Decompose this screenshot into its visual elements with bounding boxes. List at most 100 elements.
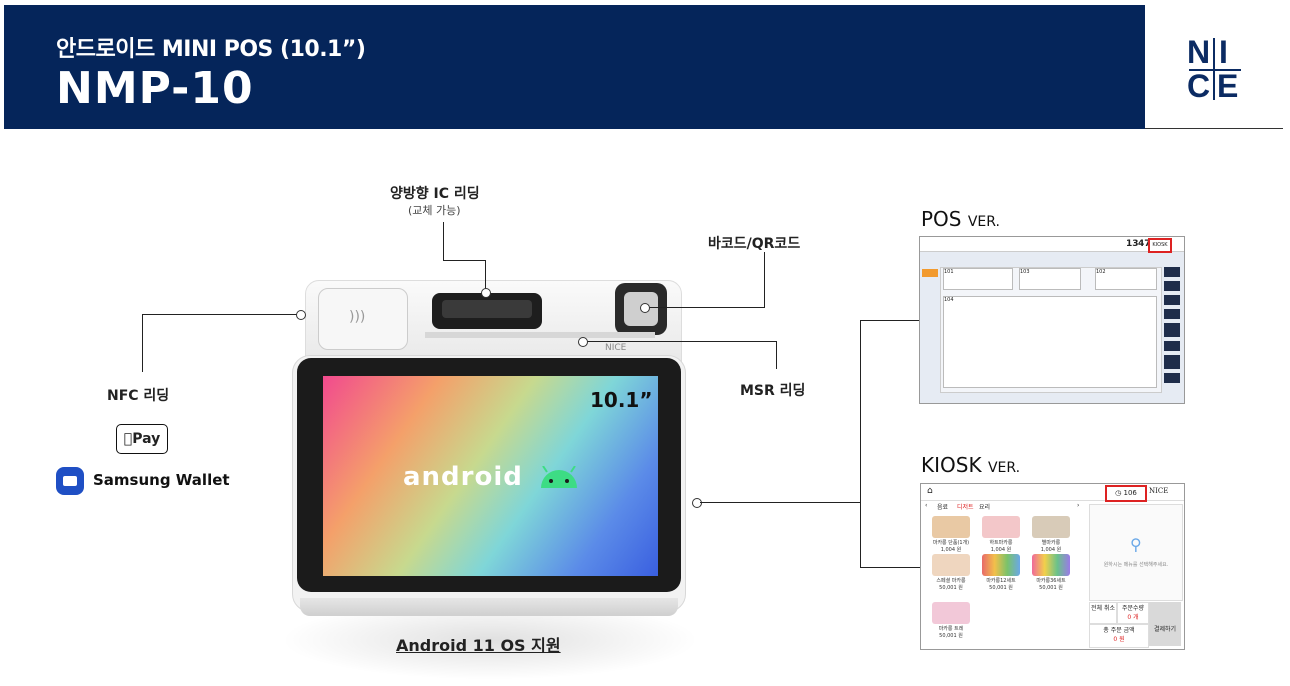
pos-table-102[interactable]: 102 — [1095, 268, 1157, 290]
nfc-pad: ))) — [318, 288, 408, 350]
ic-leader-v2 — [485, 260, 486, 290]
pos-side-button[interactable] — [1164, 267, 1180, 277]
pos-screenshot: 13 47 KIOSK 101 103 102 104 — [919, 236, 1185, 404]
ic-reading-sublabel: (교체 가능) — [408, 204, 461, 217]
pos-ver-title-text: POS — [921, 207, 962, 231]
pos-ver-suffix: VER. — [967, 214, 1000, 230]
tab-drinks[interactable]: 음료 — [937, 504, 949, 511]
pos-table-label: 101 — [944, 269, 954, 275]
kiosk-screenshot: ⌂ ◷ 106 NICE ‹ 음료 디저트 요리 › 마카롱 단품(1개)1,0… — [920, 483, 1185, 650]
product-subtitle: 안드로이드 MINI POS (10.1”) — [56, 37, 366, 62]
delete-all-button[interactable]: 전체 취소 — [1089, 602, 1117, 624]
pos-side-button[interactable] — [1164, 373, 1180, 383]
pos-side-button[interactable] — [1164, 309, 1180, 319]
menu-item-name: 마카롱 단품(1개) — [932, 540, 970, 546]
order-qty-label: 주문수량 — [1121, 605, 1145, 612]
pos-side-button[interactable] — [1164, 341, 1180, 351]
menu-item[interactable]: 마카롱 단품(1개)1,004 원 — [931, 516, 971, 553]
msr-leader-v — [776, 341, 777, 369]
total-label: 총 주문 금액 — [1103, 627, 1135, 634]
logo-letter-n: N — [1187, 34, 1211, 70]
menu-item-name: 별마카롱 — [1041, 540, 1061, 546]
logo-horizontal-rule — [1189, 69, 1241, 71]
tab-food[interactable]: 요리 — [979, 504, 991, 511]
nfc-leader-dot — [296, 310, 306, 320]
msr-leader-h — [583, 341, 777, 342]
ic-leader-h — [443, 260, 485, 261]
barcode-leader-v — [764, 252, 765, 307]
pos-table-label: 103 — [1020, 269, 1030, 275]
pos-side-button[interactable] — [1164, 355, 1180, 369]
android-text: android — [403, 462, 523, 492]
pos-kiosk-button[interactable]: KIOSK — [1148, 238, 1172, 253]
msr-label: MSR 리딩 — [740, 383, 806, 399]
pos-table-label: 104 — [944, 297, 954, 303]
nice-logo: N I C E — [1185, 34, 1243, 104]
pos-clock-hour: 13 — [1126, 239, 1139, 249]
pay-button[interactable]: 결제하기 — [1149, 602, 1181, 646]
apple-icon:  — [124, 431, 132, 447]
nfc-leader-v — [142, 314, 143, 372]
delete-all-label: 전체 취소 — [1091, 605, 1115, 612]
kiosk-timer-value: 106 — [1123, 489, 1137, 497]
nfc-leader-h — [142, 314, 300, 315]
pos-side-button[interactable] — [1164, 295, 1180, 305]
kiosk-ver-title-text: KIOSK — [921, 453, 982, 477]
kiosk-timer: ◷ 106 — [1105, 485, 1147, 502]
pos-table-label: 102 — [1096, 269, 1106, 275]
device-base — [300, 598, 678, 616]
home-icon[interactable]: ⌂ — [927, 486, 933, 496]
pos-side-button[interactable] — [1164, 323, 1180, 337]
pos-clock-min: 47 — [1138, 239, 1151, 249]
device-brand-badge: NICE — [605, 343, 627, 353]
device-screen — [323, 376, 658, 576]
ver-leader-h — [700, 502, 860, 503]
product-title: NMP-10 — [56, 63, 254, 114]
header-rule — [1145, 128, 1283, 129]
pos-table-104[interactable]: 104 — [943, 296, 1157, 388]
msr-leader-dot — [578, 337, 588, 347]
kiosk-cart-panel: ⚲ 원하시는 메뉴를 선택해주세요. — [1089, 504, 1183, 601]
kiosk-brand: NICE — [1149, 487, 1169, 495]
header-banner: 안드로이드 MINI POS (10.1”) NMP-10 — [4, 5, 1145, 129]
menu-item-name: 하트마카롱 — [989, 540, 1013, 546]
samsung-wallet-icon — [56, 467, 84, 495]
menu-item-price: 50,001 원 — [1039, 585, 1063, 591]
kiosk-ver-suffix: VER. — [987, 460, 1021, 476]
pos-table-101[interactable]: 101 — [943, 268, 1013, 290]
side-port-dot — [692, 498, 702, 508]
pos-floor-tab[interactable] — [922, 269, 938, 277]
apple-pay-text: Pay — [127, 431, 160, 447]
menu-item-price: 50,001 원 — [989, 585, 1013, 591]
msr-slot — [425, 332, 655, 338]
menu-item-price: 1,004 원 — [990, 547, 1012, 553]
chevron-right-icon[interactable]: › — [1077, 502, 1080, 509]
tab-dessert[interactable]: 디저트 — [957, 504, 974, 511]
pay-button-label: 결제하기 — [1153, 626, 1177, 633]
menu-item-name: 마카롱 트레 — [938, 626, 964, 632]
pos-side-button[interactable] — [1164, 281, 1180, 291]
cart-hint: 원하시는 메뉴를 선택해주세요. — [1103, 562, 1169, 568]
apple-pay-badge: Pay — [116, 424, 168, 454]
menu-item-price: 1,004 원 — [940, 547, 962, 553]
kiosk-topbar: ⌂ ◷ 106 NICE — [921, 484, 1184, 502]
samsung-wallet-label: Samsung Wallet — [93, 471, 230, 489]
pos-table-103[interactable]: 103 — [1019, 268, 1081, 290]
pos-topbar: 13 47 KIOSK — [920, 237, 1184, 253]
ic-reading-label: 양방향 IC 리딩 — [390, 186, 480, 202]
menu-item-name: 마카롱36세트 — [1036, 578, 1066, 584]
android-wordmark: android — [403, 462, 581, 492]
order-qty-value: 0 개 — [1127, 614, 1139, 621]
logo-letter-c: C — [1187, 68, 1211, 104]
menu-item-name: 마카롱12세트 — [986, 578, 1016, 584]
chevron-left-icon[interactable]: ‹ — [925, 502, 928, 509]
os-support-label: Android 11 OS 지원 — [396, 636, 561, 655]
ic-leader-dot — [481, 288, 491, 298]
